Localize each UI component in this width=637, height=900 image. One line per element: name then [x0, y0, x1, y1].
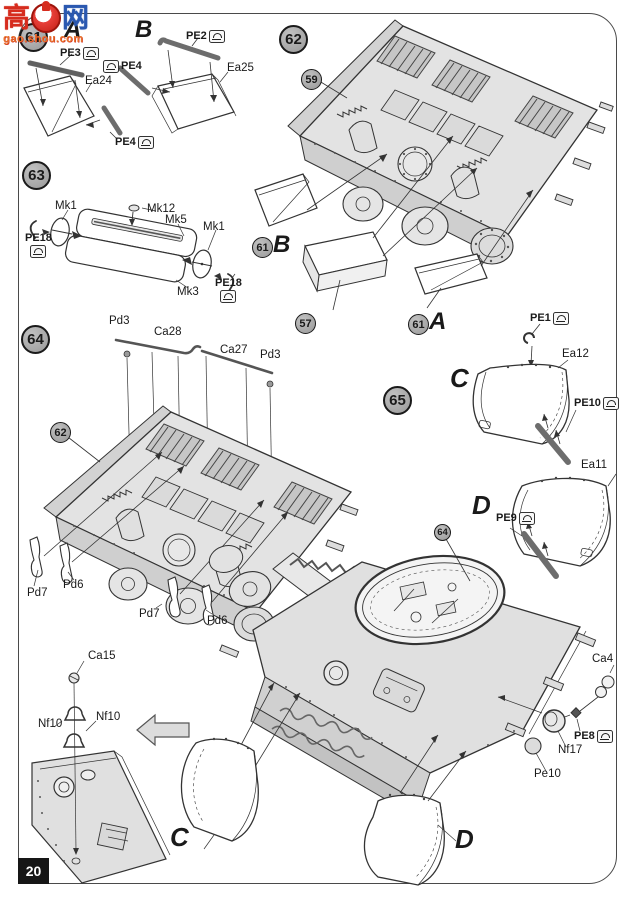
- label-pd7-first: Pd7: [27, 587, 48, 599]
- label-pd3-left: Pd3: [109, 315, 130, 327]
- label-pe18-right: PE18: [215, 278, 242, 303]
- photo-etch-icon: [518, 512, 535, 525]
- step-65-badge: 65: [383, 386, 412, 415]
- step64-hull-drawing: [29, 338, 359, 642]
- photo-etch-icon: [596, 730, 613, 743]
- photo-etch-icon: [220, 290, 237, 303]
- callout-61a: 61: [408, 314, 429, 335]
- step-61-number: 61: [25, 29, 42, 46]
- label-pe2: PE2: [186, 30, 225, 43]
- label-pd7-second: Pd7: [139, 608, 160, 620]
- callout-62: 62: [50, 422, 71, 443]
- step-64-number: 64: [27, 331, 44, 348]
- step-63-badge: 63: [22, 161, 51, 190]
- fender-d-letter: D: [455, 824, 474, 854]
- callout-61b-letter: B: [273, 231, 291, 258]
- label-mk5: Mk5: [165, 214, 187, 226]
- label-ca4: Ca4: [592, 653, 614, 665]
- page-frame: [18, 13, 617, 884]
- watermark-char-left: 高: [3, 2, 30, 33]
- label-pe9: PE9: [496, 512, 535, 525]
- label-nf10-upper: Nf10: [38, 718, 63, 730]
- thumb-badge-icon: [31, 1, 61, 33]
- sub-a-letter: A: [64, 16, 82, 43]
- step63-cylinder-drawing: [29, 204, 236, 292]
- label-ea11: Ea11: [581, 459, 608, 471]
- fender-c-letter: C: [170, 822, 189, 852]
- label-ea12: Ea12: [562, 348, 589, 360]
- photo-etch-icon: [602, 397, 619, 410]
- label-pd3-right: Pd3: [260, 349, 281, 361]
- label-ca15: Ca15: [88, 650, 116, 662]
- label-pe18-left: PE18: [25, 233, 52, 258]
- step-63-number: 63: [28, 167, 45, 184]
- callout-64: 64: [434, 524, 451, 541]
- step61b-drawing: [113, 37, 237, 134]
- label-ca27: Ca27: [220, 344, 248, 356]
- label-mk3: Mk3: [177, 286, 199, 298]
- label-pe4-b: PE4: [103, 60, 142, 73]
- step65-subC-drawing: [472, 323, 577, 465]
- sub-c-letter: C: [450, 363, 469, 393]
- label-mk1-left: Mk1: [55, 200, 77, 212]
- label-mk1-right: Mk1: [203, 221, 225, 233]
- label-ca28: Ca28: [154, 326, 182, 338]
- step-62-badge: 62: [279, 25, 308, 54]
- step-62-number: 62: [285, 31, 302, 48]
- photo-etch-icon: [103, 60, 119, 73]
- label-nf10-lower: Nf10: [96, 711, 121, 723]
- watermark-char-right: 网: [62, 2, 89, 33]
- step-65-number: 65: [389, 392, 406, 409]
- watermark-logo: 高 网 gao.shou.com: [3, 1, 113, 45]
- label-mk12: Mk12: [147, 203, 176, 215]
- photo-etch-icon: [82, 47, 99, 60]
- callout-61a-letter: A: [429, 308, 447, 335]
- label-pe8: PE8: [574, 730, 613, 743]
- label-pe10: PE10: [574, 397, 619, 410]
- sub-d-letter: D: [472, 490, 491, 520]
- watermark-site: gao.shou.com: [3, 33, 84, 45]
- photo-etch-icon: [552, 312, 569, 325]
- label-pe4-a: PE4: [115, 136, 154, 149]
- label-ea24: Ea24: [85, 75, 112, 87]
- label-ea25: Ea25: [227, 62, 254, 74]
- label-pd6-first: Pd6: [63, 579, 84, 591]
- page-number: 20: [18, 858, 49, 884]
- step65-main-drawing: [31, 538, 615, 886]
- callout-61b: 61: [252, 237, 273, 258]
- step61a-drawing: [23, 53, 123, 140]
- step-64-badge: 64: [21, 325, 50, 354]
- label-pe10-ball: Pe10: [534, 768, 561, 780]
- label-pd6-second: Pd6: [207, 615, 228, 627]
- label-pe3: PE3: [60, 47, 99, 60]
- callout-57: 57: [295, 313, 316, 334]
- photo-etch-icon: [208, 30, 225, 43]
- label-nf17: Nf17: [558, 744, 583, 756]
- callout-59: 59: [301, 69, 322, 90]
- label-pe1: PE1: [530, 312, 569, 325]
- photo-etch-icon: [137, 136, 154, 149]
- photo-etch-icon: [30, 245, 47, 258]
- sub-b-letter: B: [135, 16, 153, 43]
- step62-hull-drawing: [254, 19, 614, 311]
